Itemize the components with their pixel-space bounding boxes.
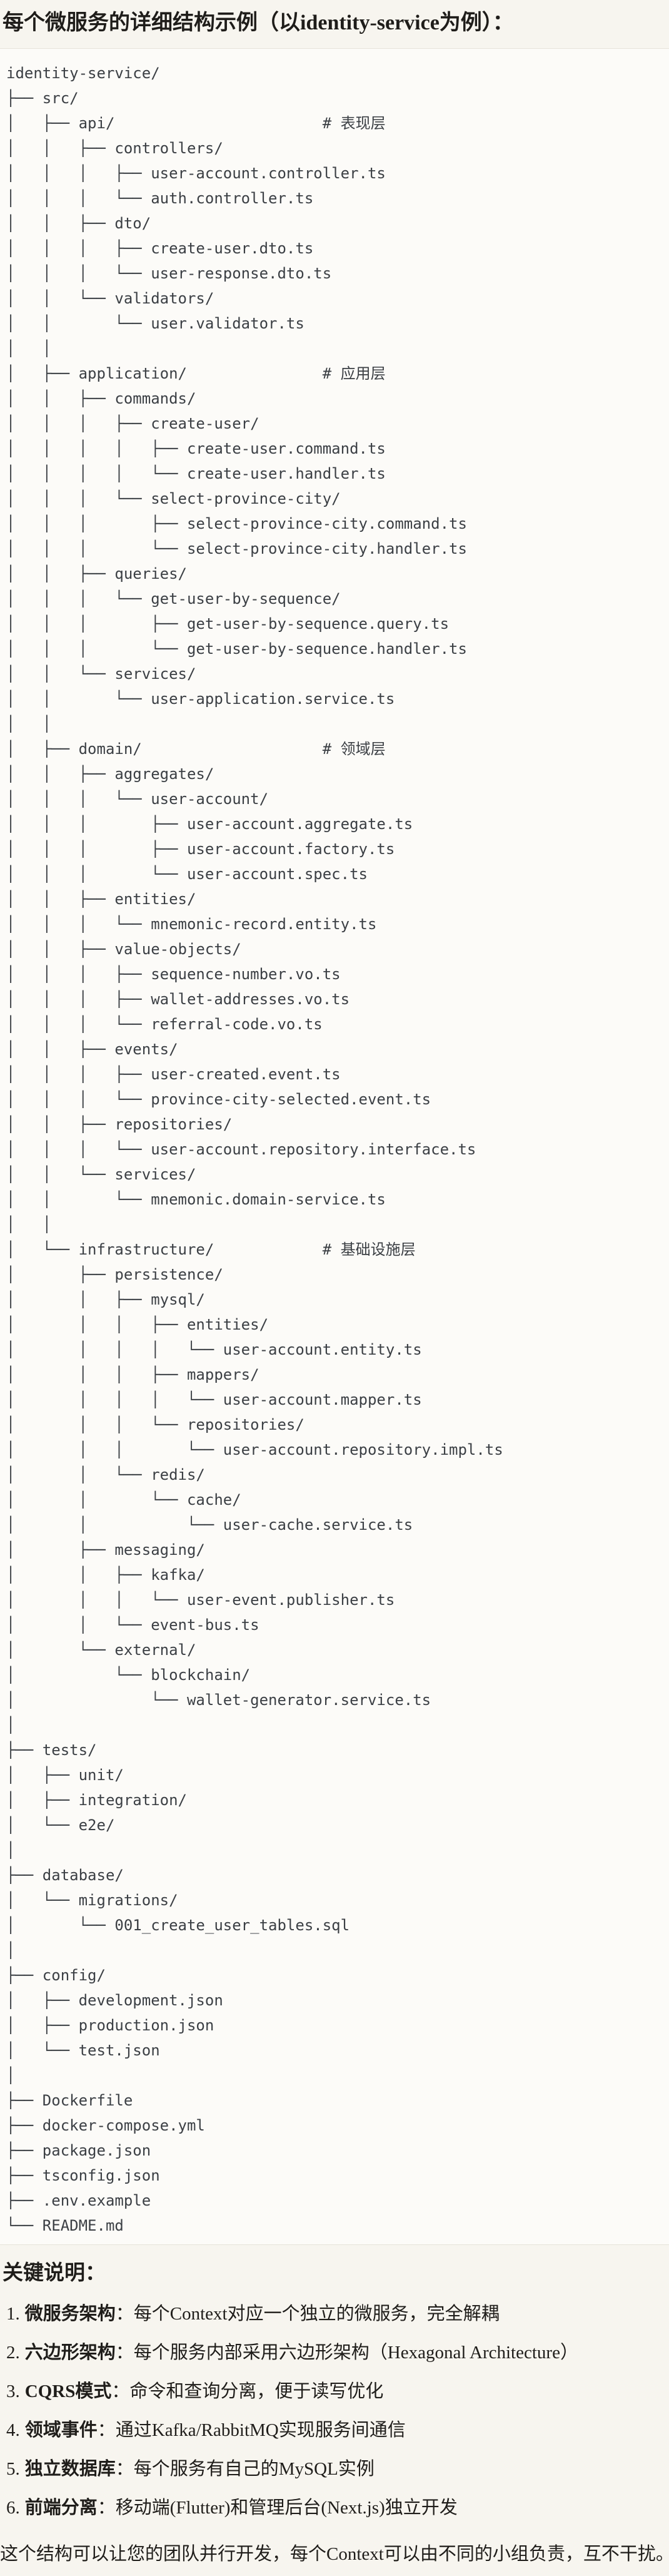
note-item-4: 4.领域事件：通过Kafka/RabbitMQ实现服务间通信 xyxy=(6,2419,663,2441)
note-term: 前端分离 xyxy=(24,2498,98,2518)
note-item-5: 5.独立数据库：每个服务有自己的MySQL实例 xyxy=(6,2458,663,2480)
file-tree: identity-service/ ├── src/ │ ├── api/ # … xyxy=(6,64,503,2234)
code-block: identity-service/ ├── src/ │ ├── api/ # … xyxy=(0,48,669,2245)
note-number: 1. xyxy=(6,2304,20,2324)
note-item-2: 2.六边形架构：每个服务内部采用六边形架构（Hexagonal Architec… xyxy=(6,2341,663,2364)
note-number: 2. xyxy=(6,2343,20,2363)
note-term: 领域事件 xyxy=(24,2420,98,2440)
note-desc: ：每个Context对应一个独立的微服务，完全解耦 xyxy=(115,2304,500,2324)
note-desc: ：通过Kafka/RabbitMQ实现服务间通信 xyxy=(97,2420,406,2440)
note-number: 4. xyxy=(6,2420,20,2440)
note-term: CQRS模式 xyxy=(24,2381,112,2401)
note-number: 5. xyxy=(6,2459,20,2479)
note-number: 3. xyxy=(6,2381,20,2401)
note-term: 微服务架构 xyxy=(24,2304,116,2324)
page-title-bar: 每个微服务的详细结构示例（以identity-service为例）： xyxy=(0,0,669,48)
note-number: 6. xyxy=(6,2498,20,2518)
notes-heading: 关键说明： xyxy=(3,2262,106,2284)
note-item-6: 6.前端分离：移动端(Flutter)和管理后台(Next.js)独立开发 xyxy=(6,2497,663,2519)
note-term: 六边形架构 xyxy=(24,2343,116,2363)
notes-section: 关键说明： 1.微服务架构：每个Context对应一个独立的微服务，完全解耦 2.… xyxy=(0,2245,669,2575)
note-desc: ：命令和查询分离，便于读写优化 xyxy=(111,2381,384,2401)
note-item-1: 1.微服务架构：每个Context对应一个独立的微服务，完全解耦 xyxy=(6,2303,663,2325)
note-desc: ：每个服务内部采用六边形架构（Hexagonal Architecture） xyxy=(115,2343,578,2363)
closing-paragraph: 这个结构可以让您的团队并行开发，每个Context可以由不同的小组负责，互不干扰… xyxy=(0,2544,669,2564)
note-desc: ：每个服务有自己的MySQL实例 xyxy=(115,2459,375,2479)
note-item-3: 3.CQRS模式：命令和查询分离，便于读写优化 xyxy=(6,2380,663,2403)
note-desc: ：移动端(Flutter)和管理后台(Next.js)独立开发 xyxy=(97,2498,458,2518)
page-title: 每个微服务的详细结构示例（以identity-service为例）： xyxy=(3,11,514,34)
note-term: 独立数据库 xyxy=(24,2459,116,2479)
